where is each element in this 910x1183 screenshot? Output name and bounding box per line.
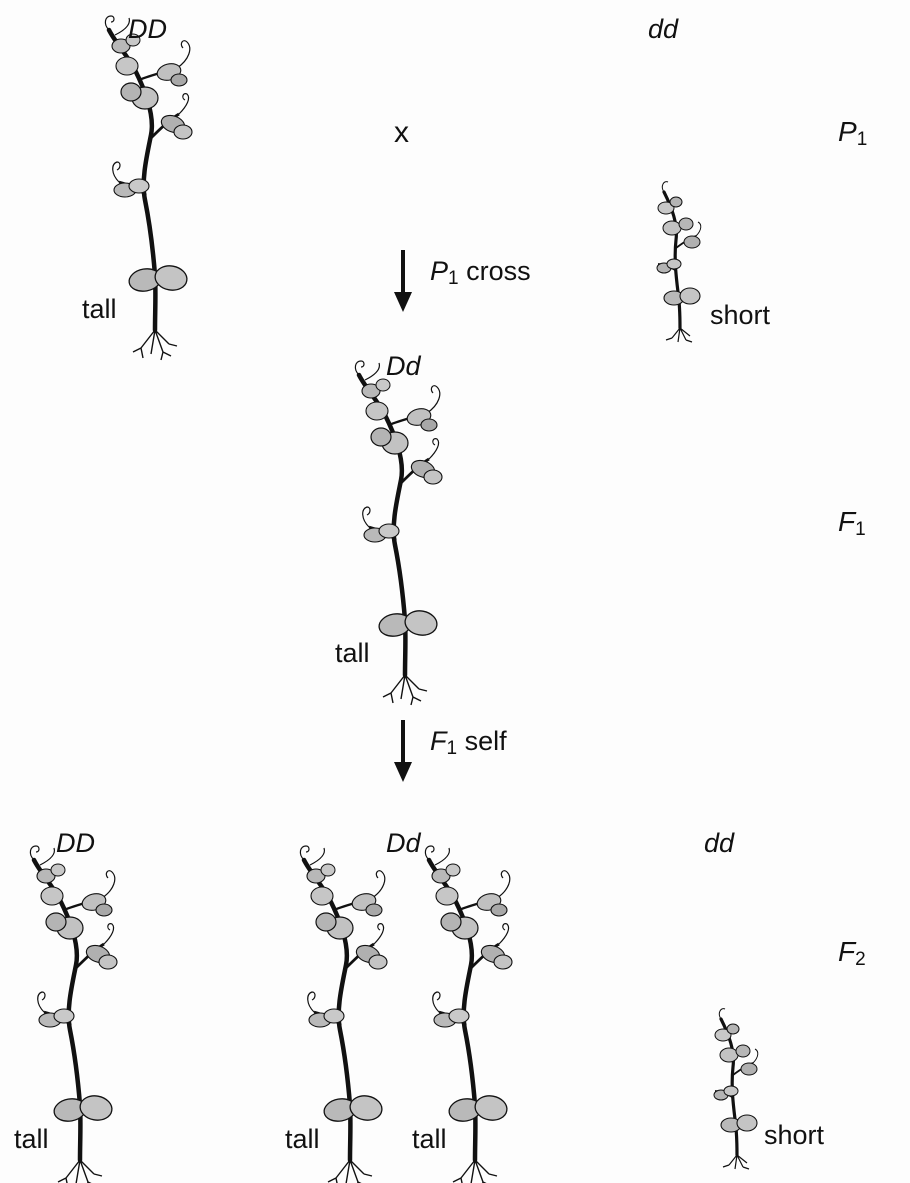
generation-f2-label: F2 <box>838 938 866 969</box>
p1-tall-plant-icon <box>105 16 192 360</box>
f2-dd-tall-phenotype-label-2: tall <box>412 1126 447 1153</box>
p1-short-phenotype-label: short <box>710 302 770 329</box>
p1-left-genotype: DD <box>128 16 167 43</box>
f2-dd-short-plant-icon <box>714 1009 758 1169</box>
f1-self-arrow-icon <box>394 720 412 782</box>
cross-symbol: x <box>394 118 409 148</box>
p1-short-plant-icon <box>657 182 701 342</box>
f1-genotype: Dd <box>386 353 421 380</box>
p1-right-genotype: dd <box>648 16 678 43</box>
f1-tall-phenotype-label: tall <box>335 640 370 667</box>
f2-dd-tall-phenotype-label-1: tall <box>285 1126 320 1153</box>
generation-p1-label: P1 <box>838 118 867 149</box>
f2-dd-short-phenotype-label: short <box>764 1122 824 1149</box>
p1-tall-phenotype-label: tall <box>82 296 117 323</box>
f2-left-genotype: DD <box>56 830 95 857</box>
p1-cross-arrow-icon <box>394 250 412 312</box>
f2-right-genotype: dd <box>704 830 734 857</box>
generation-f1-label: F1 <box>838 508 866 539</box>
f2-middle-genotype: Dd <box>386 830 421 857</box>
p1-cross-step-label: P1 cross <box>430 258 531 288</box>
f2-dd-tall-phenotype-label: tall <box>14 1126 49 1153</box>
f1-self-step-label: F1 self <box>430 728 507 758</box>
